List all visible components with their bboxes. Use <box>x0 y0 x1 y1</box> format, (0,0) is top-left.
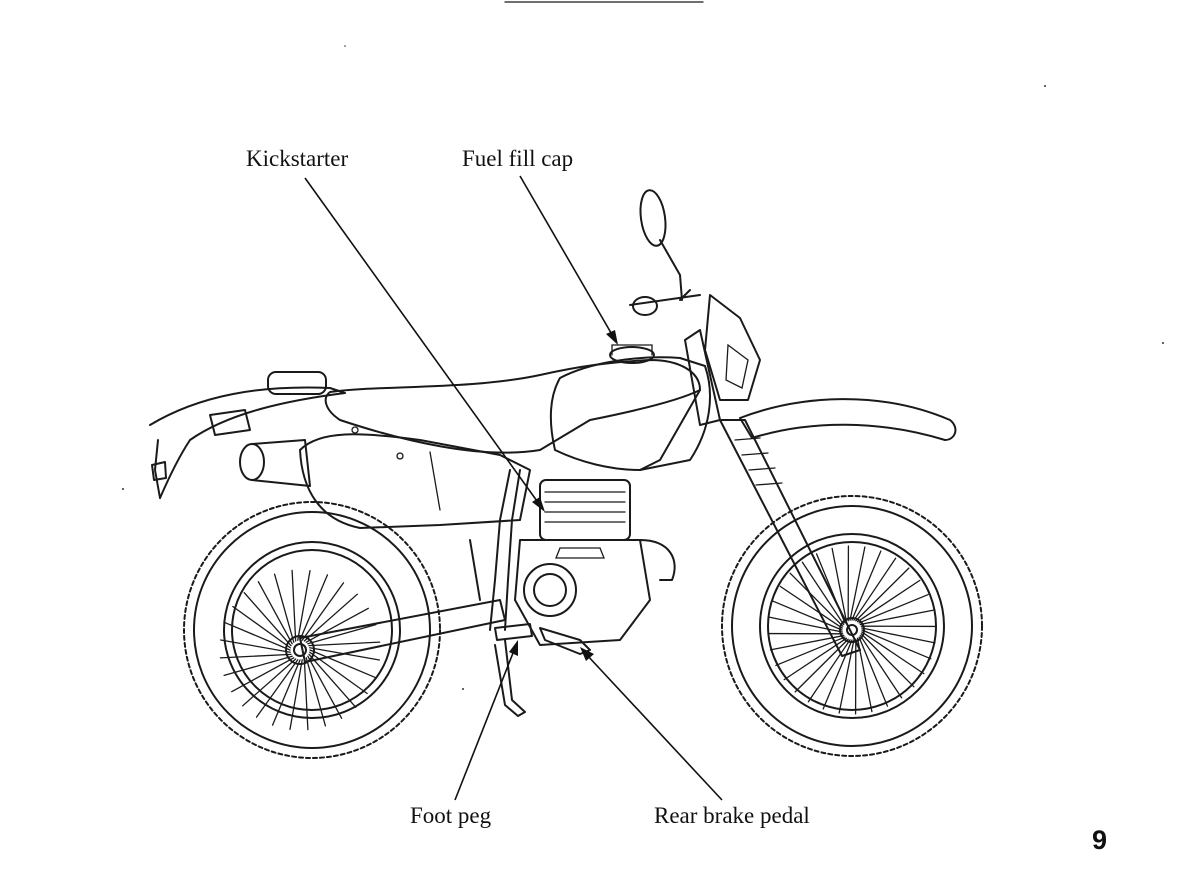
spoke <box>307 655 343 719</box>
spoke <box>801 561 845 626</box>
leader-rear-brake-pedal <box>580 647 723 801</box>
rear-fender <box>149 386 346 499</box>
leader-fuel-fill-cap <box>519 175 618 345</box>
spoke <box>858 593 929 624</box>
spoke <box>231 657 295 693</box>
spoke <box>303 593 358 642</box>
spoke <box>232 605 291 649</box>
label-foot-peg: Foot peg <box>410 803 492 828</box>
spoke <box>219 653 292 659</box>
spoke <box>807 639 851 703</box>
engine <box>514 479 676 646</box>
spoke <box>299 574 329 641</box>
muffler <box>239 439 311 487</box>
spoke <box>775 636 846 667</box>
frame <box>299 389 701 663</box>
spoke <box>858 636 889 707</box>
spoke <box>831 547 848 623</box>
spoke <box>301 582 345 641</box>
spoke <box>769 634 845 651</box>
spoke <box>307 623 377 645</box>
spoke <box>271 659 301 726</box>
spoke <box>822 639 853 710</box>
headlight <box>704 294 761 401</box>
spoke <box>291 569 297 642</box>
spoke <box>273 573 295 643</box>
front-fork <box>719 419 861 657</box>
spoke <box>224 621 291 651</box>
fuel-tank <box>549 344 711 471</box>
spoke <box>223 655 293 677</box>
leader-kickstarter <box>304 177 545 512</box>
mirror <box>639 189 683 301</box>
spoke <box>851 550 882 621</box>
spoke <box>861 629 932 660</box>
spoke <box>308 641 381 647</box>
spoke <box>860 633 915 688</box>
spoke <box>305 607 369 643</box>
spoke <box>779 585 843 629</box>
spoke <box>859 609 935 626</box>
spoke <box>789 572 844 627</box>
spoke <box>308 653 357 708</box>
scan-specks <box>122 45 1164 690</box>
spoke <box>772 600 843 631</box>
fuel-fill-cap-shape <box>609 346 655 364</box>
side-stand <box>494 639 526 717</box>
spoke <box>856 579 921 623</box>
page-number: 9 <box>1092 825 1108 855</box>
spoke <box>242 658 297 707</box>
spoke <box>243 592 292 647</box>
leader-foot-peg <box>454 640 518 801</box>
spoke <box>849 546 866 621</box>
spoke <box>305 657 327 727</box>
spoke <box>303 658 309 731</box>
spoke <box>861 631 925 675</box>
spoke <box>309 649 376 679</box>
side-panel <box>299 426 531 529</box>
spoke <box>297 569 311 641</box>
label-kickstarter: Kickstarter <box>246 146 349 171</box>
foot-peg-shape <box>494 623 533 641</box>
tail-light <box>267 371 327 395</box>
spoke <box>859 634 903 699</box>
spoke <box>855 567 910 622</box>
spoke <box>257 581 293 645</box>
spoke <box>768 616 843 633</box>
spoke <box>861 627 936 644</box>
front-fender <box>739 398 957 441</box>
seat <box>324 359 701 454</box>
spoke <box>255 659 299 718</box>
label-fuel-fill-cap: Fuel fill cap <box>462 146 574 171</box>
front-wheel <box>721 495 983 757</box>
spoke <box>289 659 303 731</box>
spoke <box>838 639 855 714</box>
rear-wheel <box>183 501 441 759</box>
spoke <box>794 638 849 693</box>
label-rear-brake-pedal: Rear brake pedal <box>654 803 810 828</box>
spoke <box>853 557 897 621</box>
spoke <box>219 639 291 653</box>
